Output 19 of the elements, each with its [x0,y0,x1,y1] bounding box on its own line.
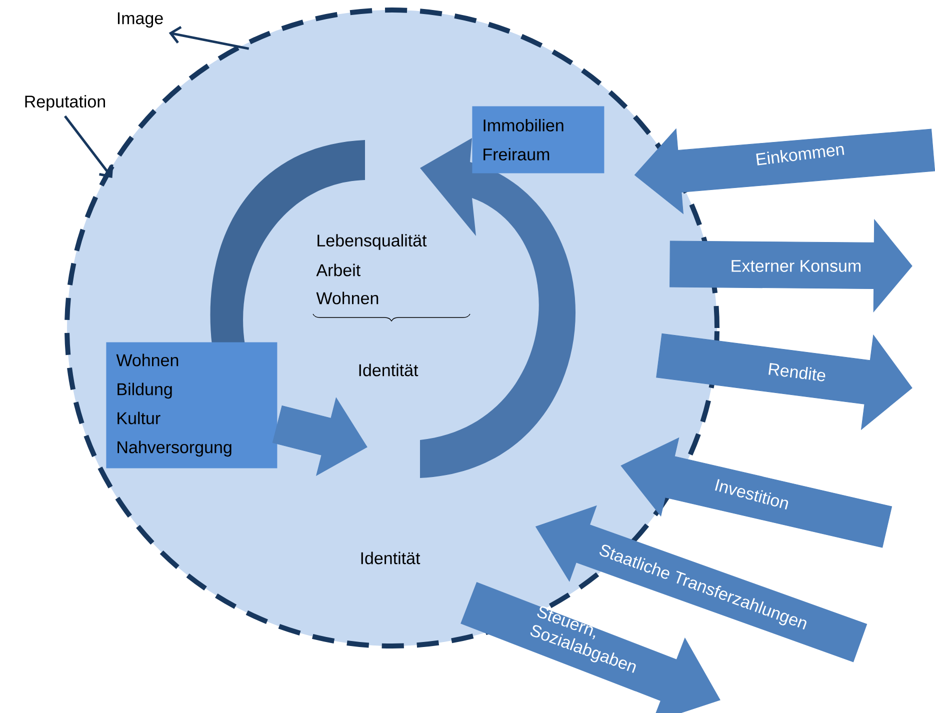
block-arrow [460,582,720,713]
block-arrow [656,333,912,430]
text-label: Identität [359,364,418,376]
edge-label: Einkommen [756,146,844,166]
text-box: Immobilien Freiraum [472,106,604,174]
block-arrow [670,218,912,313]
text-label: Wohnen [316,292,378,304]
block-arrow [535,505,868,662]
arrow [64,115,114,178]
edge-label: Rendite [768,363,826,382]
block-arrow [620,437,892,548]
arrow [168,26,250,50]
block-arrow [634,128,935,214]
text-box: Wohnen Bildung Kultur Nahversorgung [106,342,278,468]
edge-label: Externer Konsum [732,260,861,272]
text-label: Lebensqualität [318,234,427,250]
text-label: Image [118,12,163,28]
text-label: Arbeit [316,264,360,276]
block-arrow [272,397,368,476]
